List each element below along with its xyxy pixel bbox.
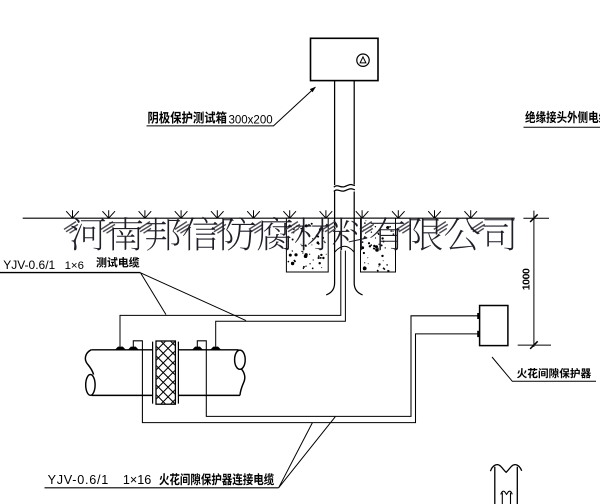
svg-text:YJV-0.6/1: YJV-0.6/1 <box>48 473 109 487</box>
svg-text:1×6: 1×6 <box>65 260 84 272</box>
svg-text:300x200: 300x200 <box>229 114 273 126</box>
svg-text:1000: 1000 <box>520 268 532 290</box>
svg-text:1×16: 1×16 <box>123 473 151 487</box>
svg-text:YJV-0.6/1: YJV-0.6/1 <box>3 258 55 272</box>
